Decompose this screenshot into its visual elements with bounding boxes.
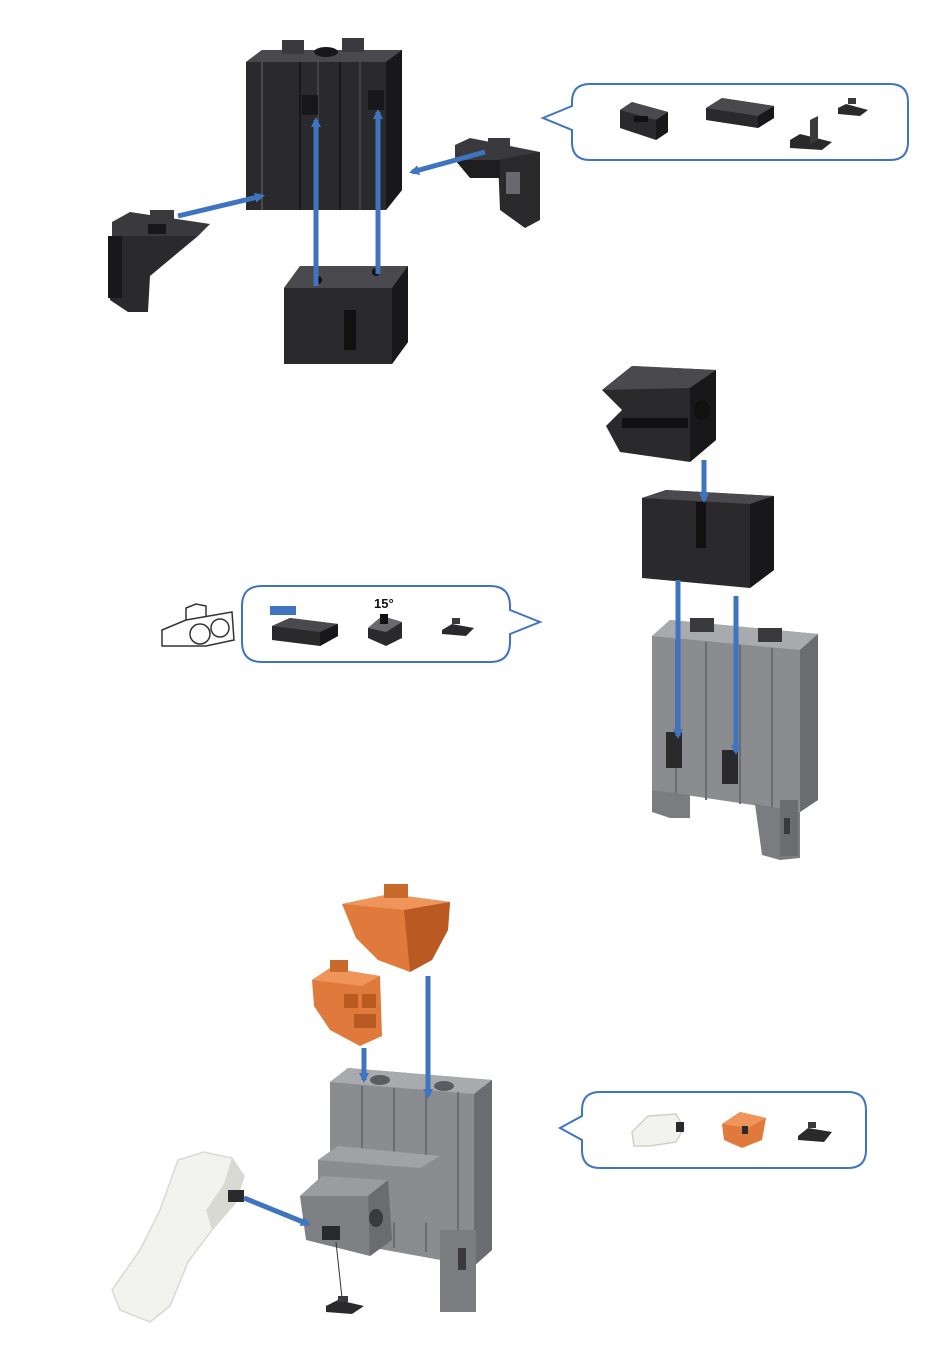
black-bottom-block-icon xyxy=(284,266,408,364)
black-angle-block-icon xyxy=(602,366,716,462)
parts-callout-1 xyxy=(543,84,908,160)
left-corner-bracket-icon xyxy=(108,210,210,312)
gray-housing-icon xyxy=(300,1068,492,1312)
orange-cap-icon xyxy=(342,884,450,972)
black-slotted-plate-icon xyxy=(642,490,774,588)
assembly-arrow xyxy=(244,1198,308,1224)
minus-icon xyxy=(270,606,296,615)
outline-part-reference-icon xyxy=(162,604,234,646)
right-corner-bracket-icon xyxy=(455,138,540,228)
step-1-black-assembly xyxy=(108,38,908,364)
white-curved-piece-icon xyxy=(112,1152,244,1322)
step-2-gray-assembly xyxy=(162,366,818,860)
orange-holed-piece-icon xyxy=(312,960,382,1046)
step-3-orange-white-assembly xyxy=(112,884,866,1322)
parts-callout-3 xyxy=(560,1092,866,1168)
angle-label: 15° xyxy=(374,596,394,611)
